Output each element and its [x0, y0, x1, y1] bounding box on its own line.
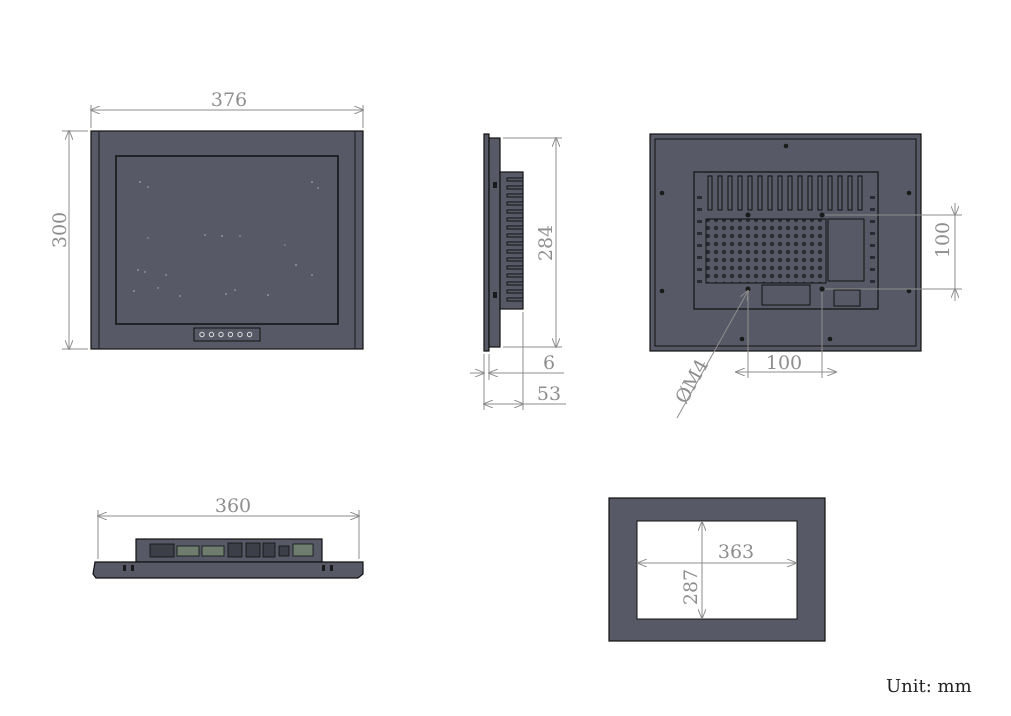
side-bezel: [483, 133, 490, 352]
side-fins: [506, 177, 524, 302]
rear-inner-edge: [654, 138, 917, 347]
cutout-view: [608, 497, 826, 642]
side-view: [483, 133, 524, 352]
rear-top-fins: [707, 175, 863, 211]
bottom-ports: [149, 542, 314, 558]
front-button-strip: [193, 327, 261, 342]
dim-bottom-width: [98, 510, 359, 559]
front-buttons: [199, 331, 253, 338]
rear-vesa-holes: [745, 212, 825, 292]
cutout-opening: [636, 520, 798, 620]
bottom-view: [92, 538, 364, 579]
label-rear-screw: ØM4: [671, 356, 713, 408]
rear-port-b: [833, 289, 861, 307]
side-frame: [488, 137, 501, 348]
rear-view: [649, 133, 922, 352]
dim-front-width: [91, 105, 363, 128]
rear-side-slots: [697, 196, 875, 283]
rear-label-area: [827, 218, 865, 282]
front-screen: [115, 155, 339, 325]
label-cutout-height: 287: [680, 569, 702, 605]
front-view: [90, 130, 364, 350]
label-bottom-width: 360: [215, 495, 251, 517]
bottom-bezel: [92, 561, 364, 579]
dim-side-depth: [470, 312, 566, 410]
rear-vent-grid: [705, 218, 827, 284]
label-side-depth-total: 53: [537, 383, 561, 405]
label-rear-vesa-h: 100: [766, 352, 802, 374]
side-back-housing: [499, 171, 524, 310]
label-front-width: 376: [211, 89, 247, 111]
dim-rear-vesa-v: [825, 203, 962, 301]
label-cutout-width: 363: [718, 541, 754, 563]
rear-port-a: [761, 284, 811, 306]
dim-rear-vesa-h: [736, 292, 836, 378]
label-side-height: 284: [535, 225, 557, 261]
dim-front-height: [62, 131, 88, 349]
unit-label: Unit: mm: [886, 676, 972, 697]
rear-mount-dots: [659, 143, 912, 342]
label-rear-vesa-v: 100: [932, 222, 954, 258]
dim-rear-screw-leader: [676, 291, 748, 419]
label-side-depth-front: 6: [543, 352, 555, 374]
screen-specks: [133, 181, 319, 297]
label-front-height: 300: [49, 212, 71, 248]
dim-side-height: [503, 138, 562, 347]
